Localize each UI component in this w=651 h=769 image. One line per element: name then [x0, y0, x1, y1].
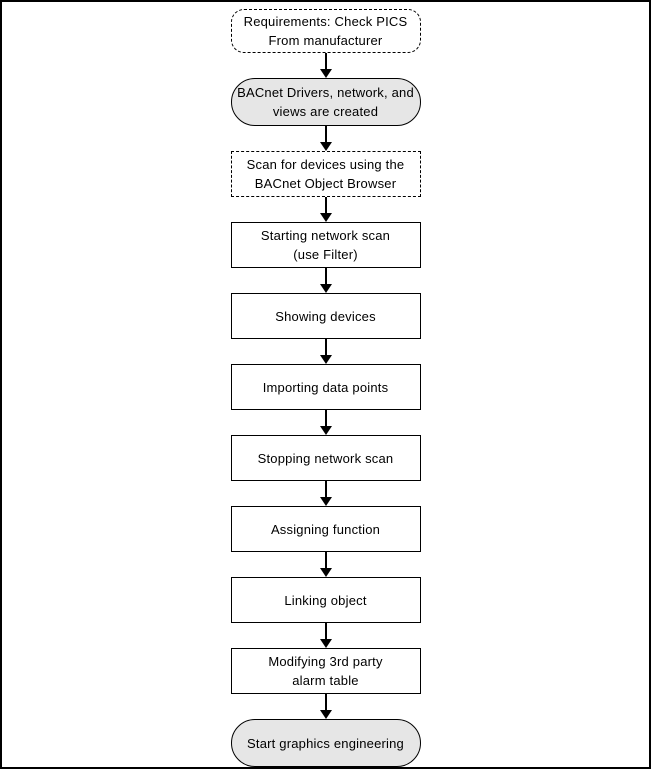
arrow-down-icon: [319, 568, 332, 577]
flow-node-showing-devices: Showing devices: [230, 293, 421, 339]
flow-node-drivers-network-views-created: BACnet Drivers, network, and views are c…: [230, 78, 421, 126]
arrow-down-icon: [319, 355, 332, 364]
flow-node-label: BACnet Drivers, network, and views are c…: [237, 85, 414, 119]
arrow-line: [324, 339, 327, 355]
flow-connector: [319, 410, 332, 435]
flow-connector: [319, 197, 332, 222]
flow-node-label: Assigning function: [270, 521, 381, 537]
arrow-line: [324, 694, 327, 710]
flow-node-label: Start graphics engineering: [247, 735, 404, 751]
arrow-line: [324, 552, 327, 568]
flow-node-label: Starting network scan (use Filter): [260, 228, 391, 262]
arrow-line: [324, 53, 327, 69]
flow-node-start-graphics-engineering: Start graphics engineering: [230, 719, 421, 767]
arrow-line: [324, 623, 327, 639]
arrow-down-icon: [319, 142, 332, 151]
flow-node-stopping-network-scan: Stopping network scan: [230, 435, 421, 481]
arrow-line: [324, 268, 327, 284]
arrow-down-icon: [319, 497, 332, 506]
flow-node-label: Importing data points: [262, 379, 389, 395]
arrow-line: [324, 197, 327, 213]
arrow-down-icon: [319, 213, 332, 222]
flow-node-label: Linking object: [284, 592, 367, 608]
flow-connector: [319, 126, 332, 151]
flow-connector: [319, 481, 332, 506]
flow-node-modifying-3rd-party-alarm-table: Modifying 3rd party alarm table: [230, 648, 421, 694]
flow-node-label: Requirements: Check PICS From manufactur…: [243, 14, 408, 48]
flow-node-label: Showing devices: [275, 308, 376, 324]
flow-node-scan-for-devices: Scan for devices using the BACnet Object…: [230, 151, 421, 197]
arrow-line: [324, 481, 327, 497]
arrow-down-icon: [319, 426, 332, 435]
flowchart: Requirements: Check PICS From manufactur…: [230, 9, 421, 767]
arrow-line: [324, 126, 327, 142]
arrow-down-icon: [319, 284, 332, 293]
flow-node-label: Stopping network scan: [257, 450, 394, 466]
arrow-down-icon: [319, 639, 332, 648]
arrow-down-icon: [319, 710, 332, 719]
flow-connector: [319, 339, 332, 364]
flow-node-assigning-function: Assigning function: [230, 506, 421, 552]
flow-connector: [319, 623, 332, 648]
flow-node-importing-data-points: Importing data points: [230, 364, 421, 410]
flow-node-requirements-check-pics: Requirements: Check PICS From manufactur…: [230, 9, 421, 53]
flow-node-starting-network-scan: Starting network scan (use Filter): [230, 222, 421, 268]
flow-node-label: Modifying 3rd party alarm table: [268, 654, 383, 688]
arrow-down-icon: [319, 69, 332, 78]
flow-connector: [319, 552, 332, 577]
arrow-line: [324, 410, 327, 426]
flow-connector: [319, 694, 332, 719]
flow-node-label: Scan for devices using the BACnet Object…: [246, 157, 405, 191]
flow-connector: [319, 268, 332, 293]
flow-node-linking-object: Linking object: [230, 577, 421, 623]
flow-connector: [319, 53, 332, 78]
